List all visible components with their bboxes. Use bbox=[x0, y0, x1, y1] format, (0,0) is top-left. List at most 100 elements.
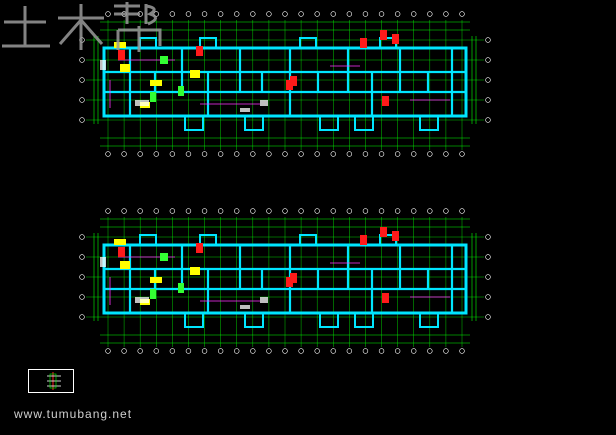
plan1-axis-bubble-top-21 bbox=[443, 11, 449, 17]
plan1-green-hatch-2 bbox=[178, 86, 184, 96]
plan2-axis-bubble-bottom-15 bbox=[346, 348, 353, 354]
plan2-green-hatch-2 bbox=[178, 283, 184, 293]
plan1-axis-bubble-bottom-16 bbox=[362, 151, 369, 157]
plan2-outer-wall bbox=[102, 243, 468, 315]
plan1-axis-bubble-top-9 bbox=[250, 11, 256, 17]
plan2-axis-bubble-top-2 bbox=[137, 208, 143, 214]
plan1-red-column-2 bbox=[286, 80, 293, 90]
plan2-axis-bubble-bottom-11 bbox=[282, 348, 288, 354]
plan2-axis-bubble-bottom-20 bbox=[427, 348, 433, 354]
plan2-yellow-hatch-0 bbox=[114, 239, 126, 245]
plan1-red-column-5 bbox=[392, 34, 399, 44]
plan2-axis-bubble-bottom-16 bbox=[362, 348, 369, 354]
plan1-red-column-1 bbox=[290, 76, 297, 86]
plan2-axis-bubble-left-1 bbox=[79, 254, 85, 260]
plan1-axis-bubble-bottom-21 bbox=[443, 151, 449, 157]
plan2-axis-bubble-left-3 bbox=[79, 294, 85, 300]
plan1-axis-bubble-left-4 bbox=[79, 117, 85, 123]
plan2-axis-bubble-bottom-4 bbox=[169, 348, 176, 354]
plan1-balcony-1 bbox=[244, 115, 264, 131]
plan1-axis-bubble-bottom-2 bbox=[137, 151, 143, 157]
plan2-axis-bubble-top-14 bbox=[330, 208, 336, 214]
plan2-axis-bubble-top-6 bbox=[201, 208, 208, 214]
plan1-axis-bubble-bottom-3 bbox=[153, 151, 159, 157]
plan1-red-column-0 bbox=[118, 50, 125, 60]
plan1-axis-bubble-bottom-22 bbox=[459, 151, 465, 157]
plan2-axis-bubble-bottom-0 bbox=[105, 348, 111, 354]
plan1-axis-bubble-left-3 bbox=[79, 97, 85, 103]
plan1-axis-bubble-bottom-1 bbox=[121, 151, 127, 157]
plan1-axis-bubble-top-20 bbox=[427, 11, 433, 17]
plan1-axis-bubble-bottom-8 bbox=[234, 151, 240, 157]
plan1-axis-bubble-right-3 bbox=[485, 97, 491, 103]
plan2-axis-bubble-top-9 bbox=[250, 208, 256, 214]
plan1-top-bay-2 bbox=[299, 37, 317, 49]
plan2-green-hatch-1 bbox=[160, 253, 168, 261]
plan2-axis-bubble-bottom-17 bbox=[378, 348, 385, 354]
plan1-axis-bubble-bottom-5 bbox=[185, 151, 192, 157]
plan2-white-hatch-1 bbox=[135, 297, 149, 303]
plan2-axis-bubble-top-15 bbox=[346, 208, 353, 214]
plan2-green-hatch-0 bbox=[150, 289, 156, 299]
plan2-balcony-0 bbox=[184, 312, 204, 328]
plan1-green-hatch-1 bbox=[160, 56, 168, 64]
plan2-axis-bubble-top-7 bbox=[217, 208, 224, 214]
plan2-yellow-hatch-3 bbox=[190, 267, 200, 275]
plan1-axis-bubble-bottom-10 bbox=[266, 151, 272, 157]
plan2-yellow-hatch-2 bbox=[150, 277, 162, 283]
plan1-axis-bubble-bottom-18 bbox=[394, 151, 401, 157]
plan2-axis-bubble-top-4 bbox=[169, 208, 176, 214]
plan1-axis-bubble-top-16 bbox=[362, 11, 369, 17]
plan2-red-column-1 bbox=[290, 273, 297, 283]
plan1-axis-bubble-bottom-0 bbox=[105, 151, 111, 157]
plan2-axis-bubble-bottom-2 bbox=[137, 348, 143, 354]
plan1-axis-bubble-bottom-15 bbox=[346, 151, 353, 157]
plan1-axis-bubble-top-8 bbox=[234, 11, 240, 17]
plan1-axis-bubble-top-4 bbox=[169, 11, 176, 17]
plan2-red-column-4 bbox=[380, 227, 387, 237]
plan2-balcony-1 bbox=[244, 312, 264, 328]
plan2-red-column-5 bbox=[392, 231, 399, 241]
plan2-axis-bubble-top-11 bbox=[282, 208, 288, 214]
plan1-axis-bubble-top-5 bbox=[185, 11, 192, 17]
plan1-axis-bubble-bottom-20 bbox=[427, 151, 433, 157]
plan2-axis-bubble-top-3 bbox=[153, 208, 159, 214]
plan2-axis-bubble-left-2 bbox=[79, 274, 85, 280]
legend-box bbox=[28, 369, 74, 393]
plan2-axis-bubble-right-3 bbox=[485, 294, 491, 300]
plan2-axis-bubble-top-19 bbox=[411, 208, 417, 214]
plan2-axis-bubble-top-13 bbox=[314, 208, 320, 214]
plan1-white-hatch-3 bbox=[260, 100, 268, 106]
plan2-axis-bubble-right-4 bbox=[485, 314, 491, 320]
plan1-axis-bubble-bottom-17 bbox=[378, 151, 385, 157]
plan2-axis-bubble-top-12 bbox=[298, 208, 304, 214]
plan1-axis-bubble-bottom-14 bbox=[330, 151, 336, 157]
plan2-axis-bubble-right-2 bbox=[485, 274, 491, 280]
plan1-axis-bubble-top-22 bbox=[459, 11, 465, 17]
plan1-axis-bubble-bottom-13 bbox=[314, 151, 320, 157]
plan1-top-bay-1 bbox=[199, 37, 217, 49]
plan1-axis-bubble-left-2 bbox=[79, 77, 85, 83]
plan1-axis-bubble-top-17 bbox=[378, 11, 385, 17]
plan2-axis-bubble-bottom-5 bbox=[185, 348, 192, 354]
plan2-axis-bubble-top-20 bbox=[427, 208, 433, 214]
plan1-axis-bubble-top-10 bbox=[266, 11, 272, 17]
plan2-white-hatch-3 bbox=[260, 297, 268, 303]
plan1-red-column-4 bbox=[380, 30, 387, 40]
plan2-axis-bubble-top-17 bbox=[378, 208, 385, 214]
plan2-axis-bubble-bottom-10 bbox=[266, 348, 272, 354]
plan2-axis-bubble-top-10 bbox=[266, 208, 272, 214]
plan1-yellow-hatch-1 bbox=[120, 64, 130, 72]
plan2-axis-bubble-bottom-22 bbox=[459, 348, 465, 354]
plan2-axis-bubble-top-22 bbox=[459, 208, 465, 214]
plan1-yellow-hatch-3 bbox=[190, 70, 200, 78]
plan1-balcony-2 bbox=[319, 115, 339, 131]
plan2-axis-bubble-top-21 bbox=[443, 208, 449, 214]
plan1-axis-bubble-bottom-9 bbox=[250, 151, 256, 157]
plan1-red-column-7 bbox=[196, 46, 203, 56]
watermark-logo bbox=[2, 2, 162, 52]
plan2-axis-bubble-left-4 bbox=[79, 314, 85, 320]
plan2-axis-bubble-bottom-1 bbox=[121, 348, 127, 354]
